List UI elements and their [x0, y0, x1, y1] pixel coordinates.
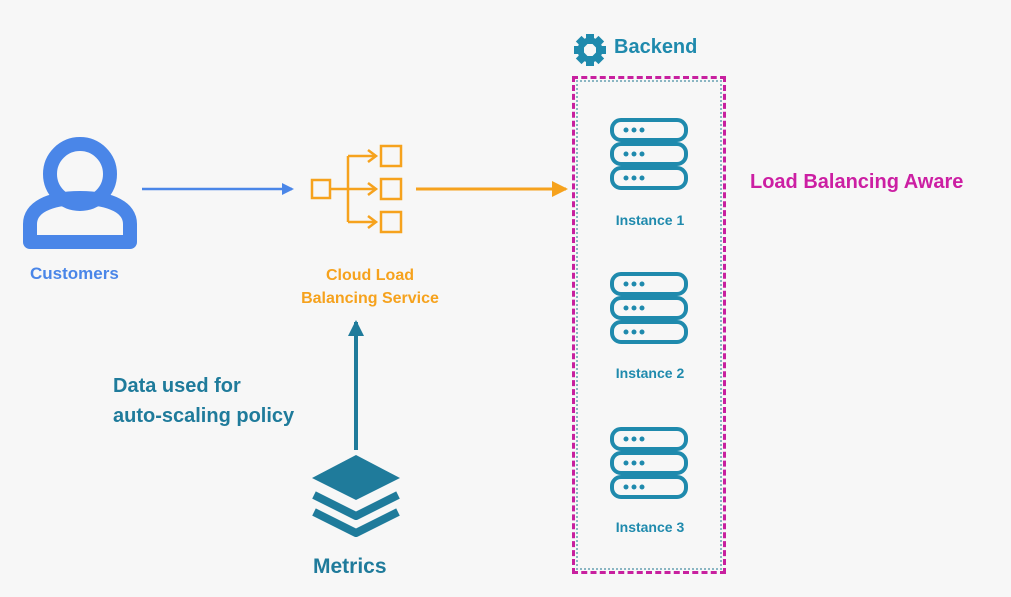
load-balancer-label-line2: Balancing Service	[301, 290, 439, 307]
load-balancer-icon	[310, 144, 403, 234]
server-icon	[610, 427, 688, 499]
metrics-label: Metrics	[313, 555, 387, 578]
auto-scaling-annotation: Data used for auto-scaling policy	[113, 371, 294, 431]
customers-label: Customers	[30, 264, 119, 283]
backend-inner-border	[576, 80, 722, 570]
user-icon	[23, 137, 137, 249]
gear-icon	[574, 34, 606, 66]
annotation-line1: Data used for	[113, 375, 241, 397]
instance-1-label: Instance 1	[615, 212, 685, 228]
annotation-line2: auto-scaling policy	[113, 405, 295, 427]
layers-icon	[312, 455, 400, 537]
instance-3-label: Instance 3	[615, 519, 685, 535]
instance-2-label: Instance 2	[615, 365, 685, 381]
load-balancing-aware-label: Load Balancing Aware	[750, 171, 964, 193]
load-balancer-label: Cloud Load Balancing Service	[300, 264, 440, 310]
server-icon	[610, 118, 688, 190]
server-icon	[610, 272, 688, 344]
backend-container	[572, 76, 726, 574]
load-balancer-label-line1: Cloud Load	[326, 267, 414, 284]
backend-title: Backend	[614, 36, 698, 58]
